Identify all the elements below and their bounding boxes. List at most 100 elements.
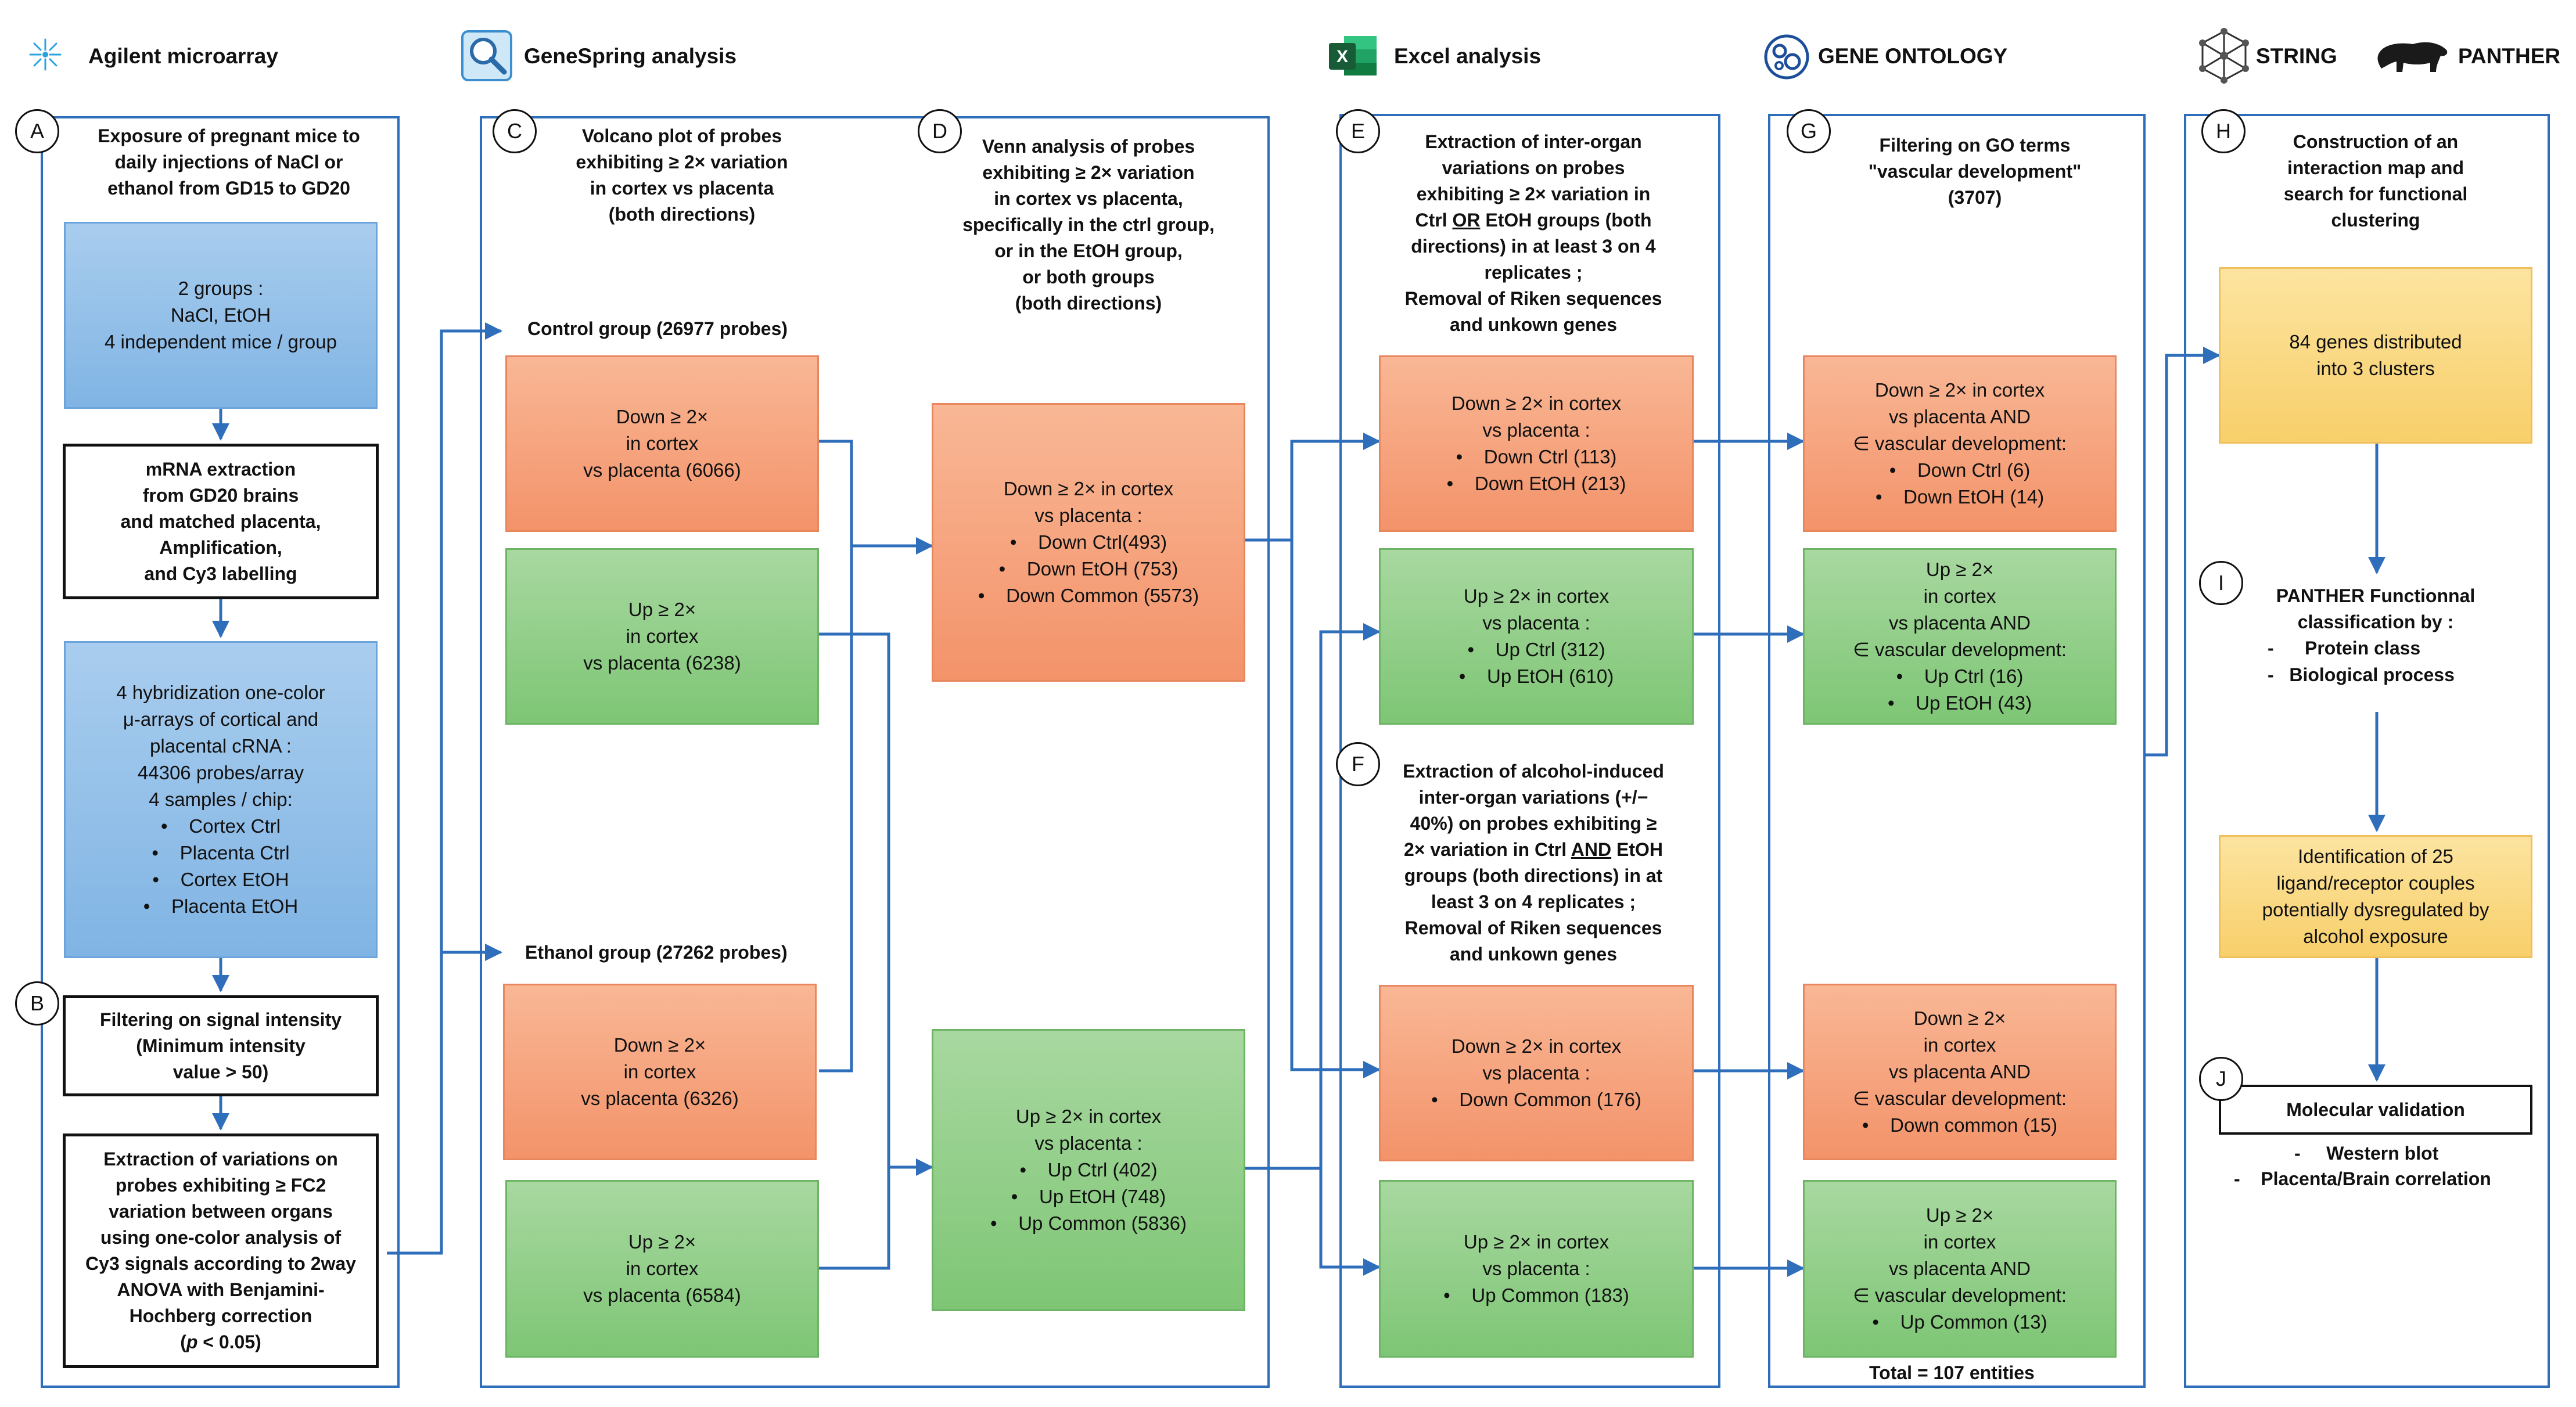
box-g-3: Down ≥ 2× in cortex vs placenta AND ∈ va… (1803, 984, 2117, 1160)
bullet-cortex-ctrl: • Cortex Ctrl (161, 815, 281, 837)
p-rest: < 0.05) (197, 1332, 261, 1352)
box-groups: 2 groups : NaCl, EtOH 4 independent mice… (64, 222, 378, 409)
bullet-up-ctrl: • Up Ctrl (402) (1019, 1159, 1158, 1181)
bullet-down-common: • Down Common (5573) (978, 585, 1199, 606)
title-panther-classification: PANTHER Functionnal classification by : (2276, 585, 2476, 632)
wire-up-merge (819, 632, 890, 1270)
text-line: in cortex (1923, 1231, 1996, 1253)
box-venn-up: Up ≥ 2× in cortex vs placenta : • Up Ctr… (932, 1029, 1245, 1311)
text-line: Identification of 25 (2298, 845, 2453, 867)
box-g-2: Up ≥ 2× in cortex vs placenta AND ∈ vasc… (1803, 548, 2117, 725)
validation-item-correlation: - Placenta/Brain correlation (2234, 1168, 2491, 1189)
title-part: Extraction of alcohol-induced inter-orga… (1403, 761, 1664, 860)
step-letter-e: E (1336, 109, 1380, 153)
title-venn: Venn analysis of probes exhibiting ≥ 2× … (962, 136, 1215, 314)
text-line: (Minimum intensity (136, 1035, 306, 1056)
text-line: ∈ vascular development: (1852, 1088, 2067, 1109)
bullet-down-etoh: • Down EtOH (753) (998, 558, 1179, 580)
box-f-up: Up ≥ 2× in cortex vs placenta : • Up Com… (1379, 1180, 1694, 1358)
label-control-group: Control group (26977 probes) (527, 318, 788, 339)
bullet-text: Down Ctrl (6) (1917, 459, 2031, 481)
text-line: and Cy3 labelling (144, 563, 297, 584)
text-line: Down ≥ 2× in cortex (1874, 379, 2045, 401)
title-interaction-map: Construction of an interaction map and s… (2283, 131, 2468, 231)
text-line: variation between organs (109, 1201, 333, 1222)
title-extraction-and: Extraction of alcohol-induced inter-orga… (1382, 758, 1684, 967)
text-line: vs placenta : (1482, 1062, 1590, 1084)
title-extraction-or: Extraction of inter-organ variations on … (1382, 129, 1684, 338)
bullet-g1-etoh: • Down EtOH (14) (1875, 486, 2045, 508)
text-line: NaCl, EtOH (170, 304, 271, 326)
step-letter-f: F (1336, 742, 1380, 786)
step-letter-i: I (2199, 561, 2243, 605)
bullet-e-up-ctrl: • Up Ctrl (312) (1467, 639, 1605, 660)
validation-item-western-blot: - Western blot (2294, 1143, 2439, 1164)
text-line: Hochberg correction (129, 1305, 312, 1326)
bullet-text: Up Ctrl (402) (1047, 1159, 1158, 1181)
step-letter-j: J (2199, 1057, 2243, 1101)
excel-icon: X (1328, 33, 1378, 79)
panel-agilent (41, 116, 400, 1388)
text-line: Up ≥ 2× (628, 1231, 696, 1253)
title-exposure: Exposure of pregnant mice to daily injec… (98, 125, 360, 199)
bullet-text: Up Common (5836) (1018, 1212, 1187, 1234)
text-line: vs placenta AND (1889, 1061, 2031, 1082)
text-line: Up ≥ 2× in cortex (1463, 1231, 1609, 1253)
text-line: into 3 clusters (2316, 358, 2435, 379)
step-letter-a: A (15, 109, 59, 153)
text-line: value > 50) (173, 1061, 269, 1082)
title-volcano: Volcano plot of probes exhibiting ≥ 2× v… (576, 125, 788, 225)
text-line: Up ≥ 2× (628, 599, 696, 620)
bullet-g1-ctrl: • Down Ctrl (6) (1889, 459, 2031, 481)
box-filtering-signal: Filtering on signal intensity (Minimum i… (63, 995, 379, 1096)
item-text: Protein class (2305, 638, 2421, 658)
box-mrna-extraction: mRNA extraction from GD20 brains and mat… (63, 444, 379, 599)
text-line: ligand/receptor couples (2276, 872, 2475, 894)
text-line: 44306 probes/array (137, 762, 304, 783)
header-panther: PANTHER (2458, 44, 2561, 68)
bullet-g2-etoh: • Up EtOH (43) (1887, 692, 2032, 714)
arrow-d-to-e-up (1245, 623, 1381, 1170)
text-line: 4 samples / chip: (149, 789, 293, 810)
text-line: Up ≥ 2× in cortex (1463, 585, 1609, 607)
text-line: vs placenta : (1034, 505, 1143, 526)
panel-genespring (480, 116, 1270, 1388)
text-line: vs placenta (6238) (583, 652, 741, 674)
box-e-down: Down ≥ 2× in cortex vs placenta : • Down… (1379, 355, 1694, 532)
bullet-g4-common: • Up Common (13) (1872, 1311, 2047, 1333)
bullet-placenta-etoh: • Placenta EtOH (143, 895, 299, 917)
title-or: OR (1452, 210, 1481, 231)
panther-animal-icon (2376, 38, 2450, 74)
text-line: alcohol exposure (2303, 926, 2448, 947)
box-etoh-down: Down ≥ 2× in cortex vs placenta (6326) (503, 984, 817, 1160)
text-line: Down ≥ 2× (1913, 1007, 2006, 1029)
bullet-text: Down common (15) (1890, 1114, 2058, 1136)
bullet-e-down-ctrl: • Down Ctrl (113) (1456, 446, 1617, 467)
text-line: Down ≥ 2× in cortex (1451, 1035, 1622, 1057)
item-text: Western blot (2326, 1143, 2439, 1164)
panther-item-biological-process: - Biological process (2268, 664, 2455, 685)
bullet-f-up-common: • Up Common (183) (1443, 1284, 1629, 1306)
header-genespring: GeneSpring analysis (524, 44, 737, 68)
box-84-genes: 84 genes distributed into 3 clusters (2219, 267, 2532, 444)
text-line: Down ≥ 2× (613, 1034, 706, 1056)
header-excel: Excel analysis (1394, 44, 1542, 68)
box-ctrl-up: Up ≥ 2× in cortex vs placenta (6238) (505, 548, 819, 725)
box-f-down: Down ≥ 2× in cortex vs placenta : • Down… (1379, 985, 1694, 1161)
text-line: Down ≥ 2× in cortex (1451, 393, 1622, 414)
text-line: placental cRNA : (150, 735, 292, 757)
panel-string-panther (2184, 114, 2550, 1388)
label-ethanol-group: Ethanol group (27262 probes) (525, 942, 788, 963)
text-line: Cy3 signals according to 2way (85, 1253, 356, 1274)
item-text: Biological process (2289, 664, 2455, 685)
text-line: Down ≥ 2× in cortex (1003, 478, 1174, 499)
text-line: in cortex (626, 625, 699, 647)
text-line: potentially dysregulated by (2262, 899, 2489, 920)
text-line: Filtering on signal intensity (99, 1009, 342, 1030)
text-line: in cortex (626, 1258, 699, 1279)
text-line: vs placenta : (1034, 1132, 1143, 1154)
bullet-down-ctrl: • Down Ctrl(493) (1009, 531, 1167, 553)
box-venn-down: Down ≥ 2× in cortex vs placenta : • Down… (932, 403, 1245, 682)
title-part: EtOH groups (both directions) in at leas… (1404, 210, 1662, 335)
text-line: Down ≥ 2× (616, 406, 709, 427)
